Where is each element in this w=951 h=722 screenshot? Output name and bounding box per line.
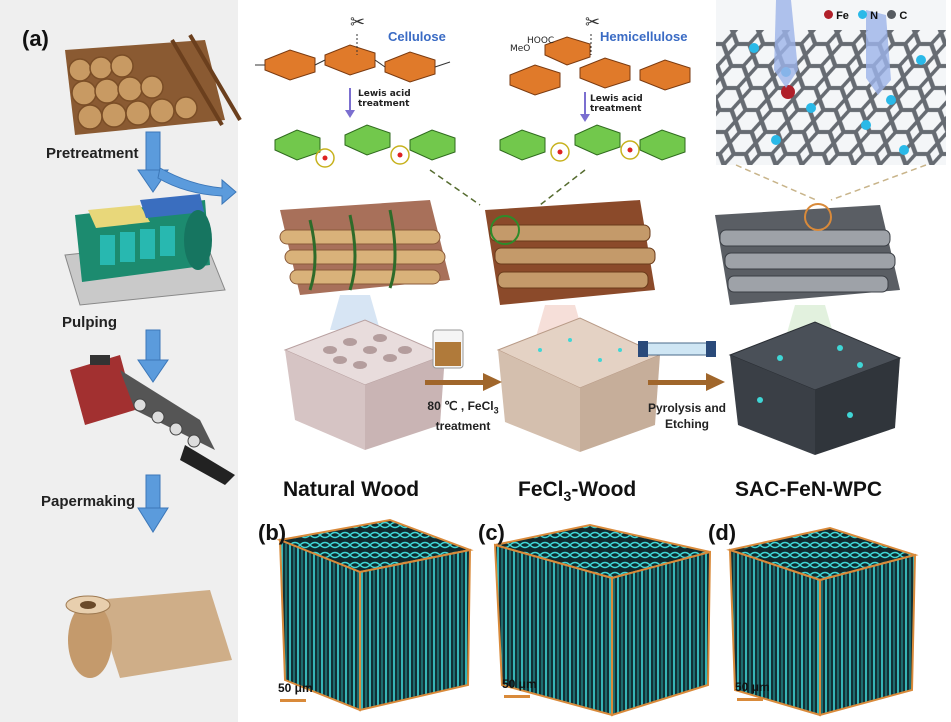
sac-wpc-title: SAC-FeN-WPC xyxy=(735,478,882,501)
step-pulping: Pulping xyxy=(62,314,117,331)
svg-text:✂: ✂ xyxy=(585,12,600,33)
natural-wood-title: Natural Wood xyxy=(283,478,420,501)
tube-furnace-icon xyxy=(638,341,716,357)
natural-wood-block xyxy=(283,319,447,450)
paper-roll-icon xyxy=(65,590,232,678)
treatment-label: 80 ℃ , FeCl3 treatment xyxy=(427,399,499,434)
c-dot-icon xyxy=(887,10,897,19)
pyrolysis-arrow xyxy=(648,373,725,391)
panel-label-b: (b) xyxy=(258,520,287,545)
sac-wpc-bundle xyxy=(715,203,900,305)
legend: Fe N C xyxy=(824,10,907,22)
n-dot-icon xyxy=(858,10,868,19)
wood-structures xyxy=(279,200,902,455)
step-papermaking: Papermaking xyxy=(41,493,136,510)
treatment-arrow xyxy=(425,373,502,391)
scissors-icon: ✂ xyxy=(350,12,365,33)
beaker-icon xyxy=(432,329,464,369)
treated-cellulose xyxy=(274,124,456,161)
graphene-lattice xyxy=(716,0,946,165)
natural-wood-bundle xyxy=(279,200,450,295)
panel-label-a: (a) xyxy=(22,26,49,51)
cellulose-title: Cellulose xyxy=(388,29,446,44)
scale-bar-b: 50 μm xyxy=(278,681,313,695)
cellulose-chain xyxy=(255,44,451,83)
fecl3-wood-block xyxy=(496,317,662,452)
sac-wpc-block xyxy=(728,321,902,455)
fecl3-wood-bundle xyxy=(485,200,656,305)
hemicellulose-title: Hemicellulose xyxy=(600,29,688,44)
meo-label: MeO xyxy=(510,44,531,54)
step-pretreatment: Pretreatment xyxy=(46,145,139,162)
hooc-label: HOOC xyxy=(527,36,555,46)
ct-cube-d xyxy=(726,526,919,717)
treated-hemicellulose xyxy=(499,124,686,161)
log-pile-icon xyxy=(65,33,242,135)
panel-label-d: (d) xyxy=(708,520,737,545)
ct-cubes xyxy=(276,518,919,717)
ct-cube-b xyxy=(276,518,474,712)
pyrolysis-label: Pyrolysis and Etching xyxy=(647,401,727,431)
ct-cube-c xyxy=(493,523,712,717)
panel-label-c: (c) xyxy=(478,520,505,545)
molecular-structures: ✂ ✂ xyxy=(255,12,691,206)
hemicellulose-chain xyxy=(509,36,691,96)
fecl3-wood-title: FeCl3-Wood xyxy=(518,478,637,505)
process-illustrations xyxy=(64,33,242,678)
scale-bar-d: 50 μm xyxy=(735,680,770,694)
scale-bar-c: 50 μm xyxy=(502,677,537,691)
fe-dot-icon xyxy=(824,10,833,19)
pulping-machine-icon xyxy=(64,194,226,306)
papermaking-machine-icon xyxy=(70,355,235,485)
